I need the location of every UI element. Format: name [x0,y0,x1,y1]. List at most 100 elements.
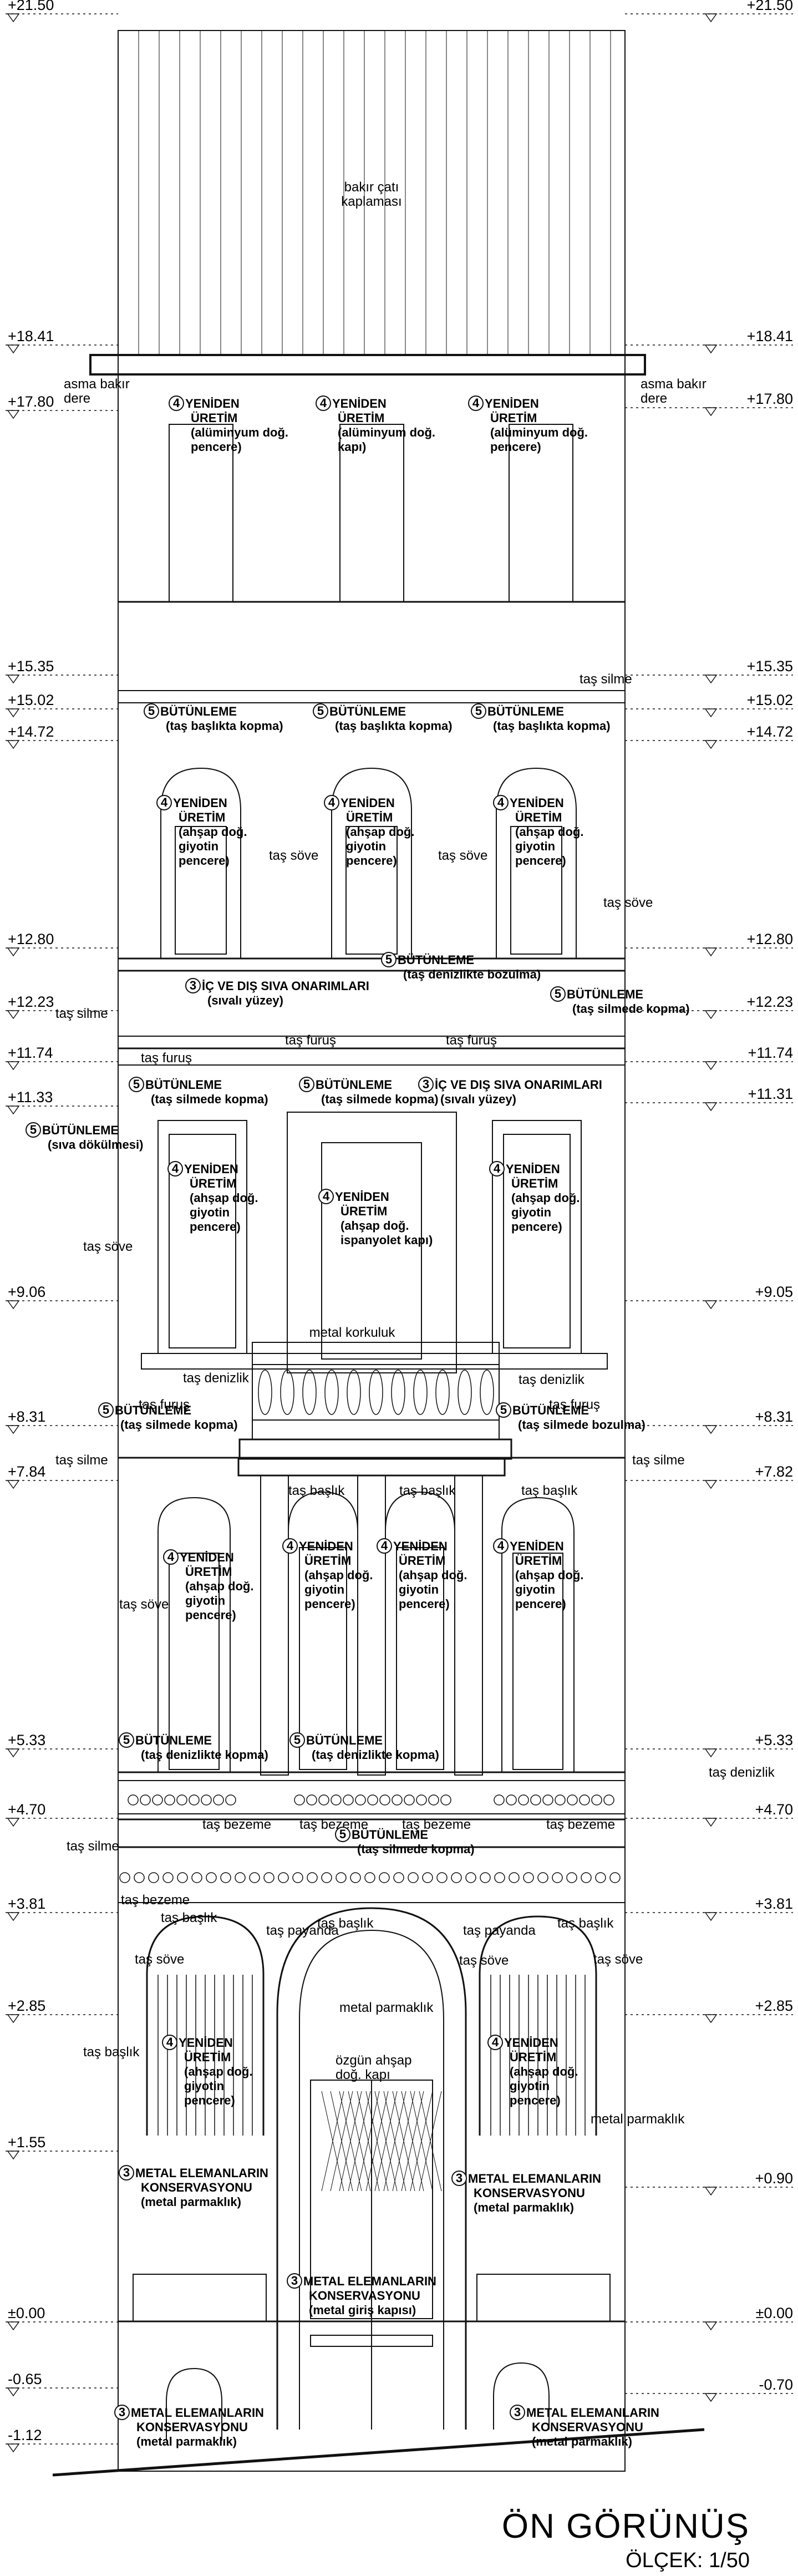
plain-label: taş söve [603,895,653,910]
level-value: +3.81 [8,1895,45,1912]
level-marker-right: +11.74 [625,1044,793,1071]
arched-window-3 [496,767,577,959]
annotation-line: pencere) [515,854,566,868]
annotation-number-circle [335,1827,350,1842]
annotation-line: (taş denizlikte kopma) [312,1748,439,1762]
annotation-line: BÜTÜNLEME [306,1733,383,1747]
roof-eave [89,354,646,376]
annotation-line: (ahşap doğ. [184,2065,252,2078]
annotation-line: (ahşap doğ. [179,825,247,839]
facade-outline [118,30,626,2472]
annotation-line: (metal parmaklık) [532,2435,632,2448]
annotation-number-circle [381,952,397,967]
annotation-number-circle [418,1077,434,1092]
metal-grilles [157,1975,586,2192]
annotation-line: YENİDEN [340,796,395,810]
level-marker-left: +8.31 [6,1408,118,1434]
annotation-number: 3 [119,2405,125,2419]
level-marker-right: +15.35 [625,658,793,684]
annotation-number: 4 [497,1539,505,1553]
annotation-line: (taş silmede kopma) [321,1092,439,1106]
column-1 [260,1475,289,1776]
plain-label: taş başlık [557,1916,614,1931]
annotation-line: pencere) [179,854,230,868]
level-marker-right: -0.70 [625,2376,793,2402]
annotation-line: (taş başlıkta kopma) [335,719,453,733]
annotation-line: pencere) [510,2093,561,2107]
annotation-line: giyotin [511,1205,551,1219]
annotation-line: pencere) [511,1220,562,1234]
bay-window-2 [385,1491,455,1772]
annotation-number-circle [468,395,484,411]
ground-arch-right [479,1915,597,2136]
plain-label: taş silme [55,1006,108,1021]
annotation-line: BÜTÜNLEME [567,987,643,1001]
annotation-line: ÜRETİM [515,810,562,824]
annotation-line: KONSERVASYONU [474,2186,585,2200]
annotation-number: 3 [423,1077,429,1091]
plain-label: taş söve [83,1239,133,1254]
annotation-line: kapı) [338,440,366,454]
annotation-number-circle [324,795,339,810]
level-value: +11.31 [748,1086,793,1102]
level-marker-left: ±0.00 [6,2305,118,2331]
arched-window-1 [160,767,241,959]
level-value: +7.84 [8,1463,45,1480]
annotation-line: BÜTÜNLEME [487,704,564,718]
annotation-number-circle [313,703,328,719]
level-value: +11.74 [748,1044,793,1061]
annotation-line: YENİDEN [506,1162,560,1176]
annotation-number-circle [493,795,509,810]
building-facade [89,30,646,2472]
annotation-number-circle [169,395,184,411]
plain-label: taş başlık [288,1483,345,1498]
annotation-line: BÜTÜNLEME [115,1403,191,1417]
level-marker-left: -0.65 [6,2371,118,2397]
annotation-number: 4 [497,795,505,809]
annotation-line: (taş başlıkta kopma) [166,719,283,733]
level-marker-left: +7.84 [6,1463,118,1489]
annotation-line: (taş silmede kopma) [151,1092,268,1106]
annotation-number: 4 [173,396,180,410]
annotation-line: pencere) [190,1220,241,1234]
annotation-line: (sıvalı yüzey) [440,1092,516,1106]
annotation-line: YENİDEN [335,1190,389,1204]
plain-label: taş söve [593,1952,643,1967]
annotation-line: YENİDEN [185,397,240,410]
level-value: +8.31 [755,1408,793,1425]
plain-label: taş söve [135,1952,184,1967]
annotation-line: (ahşap doğ. [304,1568,373,1582]
annotation-line: YENİDEN [180,1550,234,1564]
level-marker-left: +21.50 [6,0,118,23]
annotation-number: 3 [190,978,196,992]
level-value: +18.41 [8,328,54,344]
annotation-number-circle [451,2171,467,2186]
annotation-number-circle [287,2273,302,2289]
annotation-line: ÜRETİM [340,1204,387,1218]
annotation-line: YENİDEN [504,2036,558,2050]
plain-label: taş silme [55,1453,108,1468]
annotation-number: 4 [472,396,480,410]
level-value: +21.50 [747,0,793,13]
level-marker-left: -1.12 [6,2427,118,2453]
level-marker-right: +15.02 [625,692,793,718]
plain-label: taş söve [119,1597,169,1612]
annotation-line: giyotin [515,1583,555,1596]
annotation-number-circle [156,795,172,810]
annotation-line: (alüminyum doğ. [338,425,435,439]
level-value: +15.02 [747,692,793,708]
annotation-line: ÜRETİM [490,411,537,425]
level-value: +7.82 [755,1463,793,1480]
level-marker-left: +9.06 [6,1284,118,1310]
